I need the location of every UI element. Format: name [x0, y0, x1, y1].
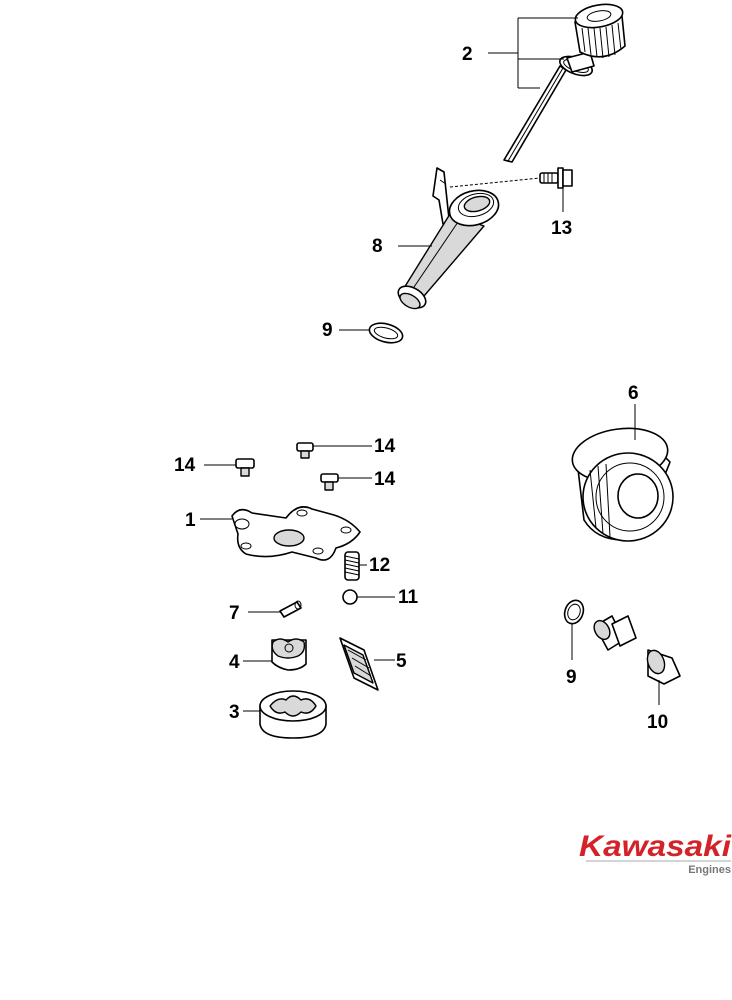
callout-2: 2: [462, 44, 473, 65]
part-10-plug: [646, 649, 681, 685]
callout-3: 3: [229, 702, 240, 723]
callout-12: 12: [369, 555, 390, 576]
callout-11: 11: [398, 587, 419, 608]
part-5-screen: [339, 637, 379, 691]
part-1-pump-cover: [231, 506, 361, 561]
logo-sub: Engines: [688, 864, 731, 876]
part-3-outer-rotor: [259, 690, 327, 739]
part-6-oil-filter: [571, 427, 674, 542]
callout-14-b: 14: [174, 455, 196, 476]
drain-fitting: [593, 615, 637, 651]
part-12-spring: [344, 551, 360, 581]
callout-13: 13: [551, 218, 572, 239]
part-14-bolt-a: [296, 442, 314, 459]
part-4-inner-rotor: [271, 638, 307, 671]
part-9-o-ring-lower: [563, 599, 585, 625]
callout-14-a: 14: [374, 436, 396, 457]
part-7-pin: [279, 600, 302, 618]
part-14-bolt-b: [235, 458, 255, 477]
callout-10: 10: [647, 712, 668, 733]
callout-7: 7: [229, 603, 240, 624]
part-8-fill-tube: [397, 167, 500, 310]
callout-4: 4: [229, 652, 240, 673]
part-11-ball: [342, 589, 358, 605]
part-13-bolt: [539, 167, 573, 189]
callout-8: 8: [372, 236, 383, 257]
part-2-dipstick: [503, 3, 626, 163]
callout-6: 6: [628, 383, 639, 404]
callout-9-upper: 9: [322, 320, 333, 341]
assembly-line-13: [449, 177, 541, 188]
leader-2: [488, 17, 578, 89]
kawasaki-logo: Kawasaki Engines: [579, 830, 732, 876]
callout-1: 1: [185, 510, 196, 531]
logo-brand: Kawasaki: [579, 830, 732, 863]
callout-5: 5: [396, 651, 407, 672]
part-9-o-ring-upper: [368, 322, 404, 344]
part-14-bolt-c: [320, 473, 339, 491]
callout-14-c: 14: [374, 469, 396, 490]
callout-9-lower: 9: [566, 667, 577, 688]
